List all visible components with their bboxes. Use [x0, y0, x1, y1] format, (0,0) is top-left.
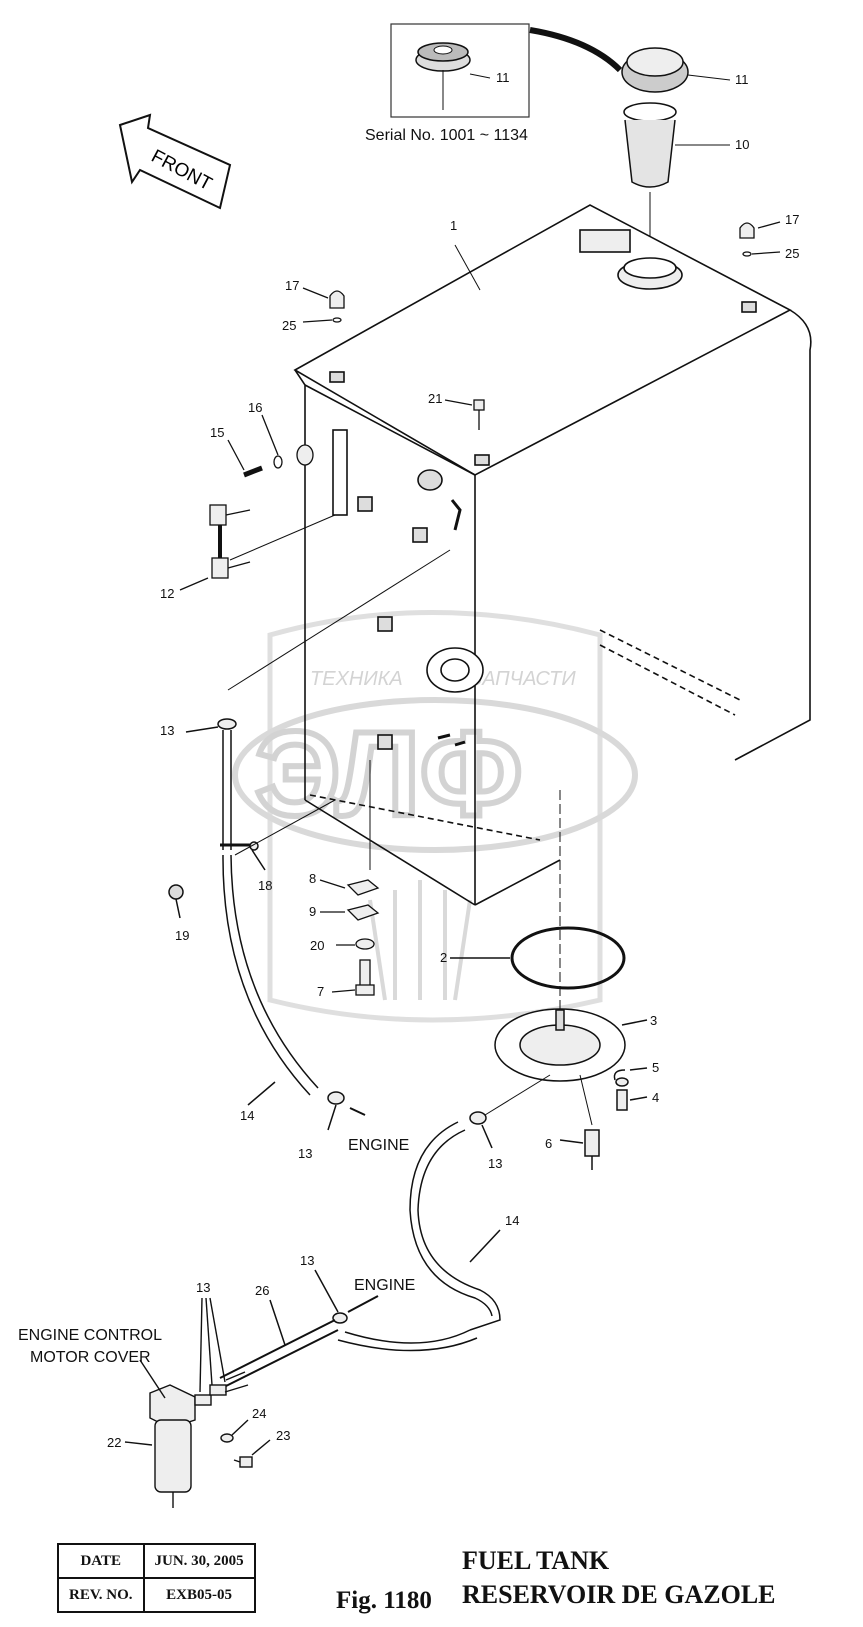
- drain-parts: [319, 733, 466, 996]
- suction-hose: [219, 1074, 551, 1389]
- callout-25-left: 25: [282, 318, 296, 333]
- serial-inset: 11 Serial No. 1001 ~ 1134: [365, 23, 530, 144]
- callout-22: 22: [107, 1435, 121, 1450]
- callout-23: 23: [276, 1428, 290, 1443]
- fuel-tank: 1: [293, 204, 812, 906]
- revision-info-table: DATE JUN. 30, 2005 REV. NO. EXB05-05: [57, 1543, 256, 1613]
- serial-note: Serial No. 1001 ~ 1134: [365, 127, 528, 144]
- callout-13-c: 13: [488, 1156, 502, 1171]
- callout-9: 9: [309, 904, 316, 919]
- suction-assembly: [450, 790, 648, 1170]
- breather-bolts: [302, 221, 781, 323]
- bolt-21: [444, 399, 485, 430]
- date-label: DATE: [57, 1543, 145, 1579]
- callout-5: 5: [652, 1060, 659, 1075]
- ecm-cover-note-line2: MOTOR COVER: [30, 1349, 151, 1366]
- strainer: 10: [623, 102, 749, 250]
- date-value: JUN. 30, 2005: [142, 1543, 256, 1579]
- callout-6: 6: [545, 1136, 552, 1151]
- callout-20: 20: [310, 938, 324, 953]
- fuel-filter: [124, 1297, 271, 1508]
- watermark-text-2: ЗАПЧАСТИ: [470, 668, 576, 690]
- figure-title-en: FUEL TANK: [462, 1546, 610, 1575]
- callout-24: 24: [252, 1406, 266, 1421]
- watermark-logo-text: ЭЛФ: [255, 707, 522, 841]
- callout-25-right: 25: [785, 246, 799, 261]
- engine-note-2: ENGINE: [354, 1277, 415, 1294]
- figure-title-fr: RESERVOIR DE GAZOLE: [462, 1580, 776, 1609]
- figure-number: Fig. 1180: [336, 1587, 432, 1614]
- callout-17-left: 17: [285, 278, 299, 293]
- callout-8: 8: [309, 871, 316, 886]
- filler-cap: 11: [621, 47, 749, 93]
- callout-26: 26: [255, 1283, 269, 1298]
- callout-13-a: 13: [160, 723, 174, 738]
- callout-15: 15: [210, 425, 224, 440]
- callout-3: 3: [650, 1013, 657, 1028]
- engine-note-1: ENGINE: [348, 1137, 409, 1154]
- callout-1: 1: [450, 218, 457, 233]
- watermark-text-1: ТЕХНИКА: [310, 668, 403, 690]
- callout-19: 19: [175, 928, 189, 943]
- callout-17-right: 17: [785, 212, 799, 227]
- callout-13-d: 13: [300, 1253, 314, 1268]
- callout-4: 4: [652, 1090, 659, 1105]
- callout-11: 11: [735, 72, 749, 87]
- callout-14-a: 14: [240, 1108, 254, 1123]
- callout-10: 10: [735, 137, 749, 152]
- callout-21: 21: [428, 391, 442, 406]
- callout-14-b: 14: [505, 1213, 519, 1228]
- rev-label: REV. NO.: [57, 1577, 145, 1613]
- figure-title: FUEL TANK RESERVOIR DE GAZOLE: [462, 1544, 776, 1612]
- callout-11-inset: 11: [496, 70, 510, 85]
- callout-12: 12: [160, 586, 174, 601]
- return-hose: [168, 549, 451, 1131]
- ecm-cover-note-line1: ENGINE CONTROL: [18, 1327, 162, 1344]
- callout-13-e: 13: [196, 1280, 210, 1295]
- callout-2: 2: [440, 950, 447, 965]
- callout-7: 7: [317, 984, 324, 999]
- callout-18: 18: [258, 878, 272, 893]
- front-arrow: FRONT: [118, 113, 232, 210]
- level-gauge: [179, 414, 336, 591]
- callout-13-b: 13: [298, 1146, 312, 1161]
- rev-value: EXB05-05: [142, 1577, 256, 1613]
- callout-16: 16: [248, 400, 262, 415]
